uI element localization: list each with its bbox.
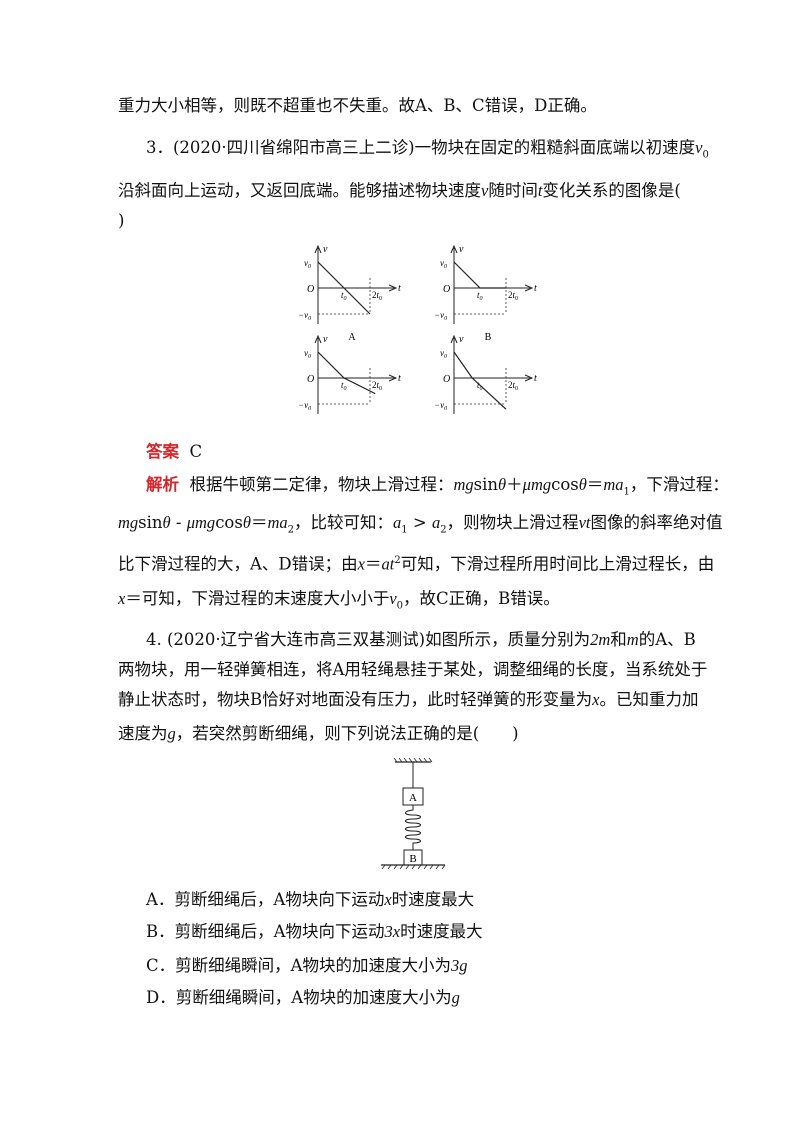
v-axis-label: v	[323, 244, 328, 255]
q3-stem-line3: )	[118, 211, 125, 230]
v-arrow	[450, 244, 458, 254]
neg-v0-label: −v0	[298, 310, 311, 322]
origin-label: O	[443, 284, 450, 295]
velocity-line	[453, 261, 506, 289]
t-axis-label: t	[398, 373, 401, 384]
q3-analysis-line1: 解析 根据牛顿第二定律，物块上滑过程：mgsinθ＋μmgcosθ＝ma1，下滑…	[146, 475, 729, 498]
two-t0-label: 2t0	[372, 380, 382, 392]
t-axis-label: t	[534, 373, 537, 384]
v0-label: v0	[440, 348, 447, 360]
q3-stem-line1: 3．(2020·四川省绵阳市高三上二诊)一物块在固定的粗糙斜面底端以初速度v0	[146, 138, 709, 161]
v-arrow	[314, 334, 322, 344]
t0-label: t0	[477, 380, 483, 392]
neg-v0-label: −v0	[298, 400, 311, 412]
q4-spring-diagram: A B	[381, 758, 446, 870]
origin-label: O	[307, 374, 314, 385]
q4-stem-line2: 两物块，用一轻弹簧相连，将A用轻绳悬挂于某处，调整细绳的长度，当系统处于	[118, 660, 708, 679]
v-axis-label: v	[459, 334, 464, 345]
two-t0-label: 2t0	[508, 380, 518, 392]
origin-label: O	[443, 374, 450, 385]
t-axis-label: t	[534, 283, 537, 294]
q4-option-c: C．剪断细绳瞬间，A物块的加速度大小为3g	[146, 956, 468, 975]
origin-label: O	[307, 284, 314, 295]
neg-v0-label: −v0	[434, 400, 447, 412]
block-a-label: A	[409, 792, 417, 804]
two-t0-label: 2t0	[508, 290, 518, 302]
q4-stem-line3: 静止状态时，物块B恰好对地面没有压力，此时轻弹簧的形变量为x。已知重力加	[118, 690, 699, 709]
q2-tail-text: 重力大小相等，则既不超重也不失重。故A、B、C错误，D正确。	[118, 96, 597, 115]
neg-v0-label: −v0	[434, 310, 447, 322]
spring	[405, 805, 421, 850]
t-arrow	[388, 374, 398, 382]
t0-label: t0	[341, 380, 347, 392]
two-t0-label: 2t0	[372, 290, 382, 302]
t0-label: t0	[341, 290, 347, 302]
q4-stem-line1: 4. (2020·辽宁省大连市高三双基测试)如图所示，质量分别为2m和m的A、B	[146, 630, 696, 649]
q3-stem-line2: 沿斜面向上运动，又返回底端。能够描述物块速度v随时间t变化关系的图像是(	[118, 181, 681, 200]
q3-analysis-line4: x＝可知，下滑过程的末速度大小小于v0，故C正确，B错误。	[118, 589, 560, 612]
answer-label: 答案	[146, 442, 179, 461]
v-axis-label: v	[459, 244, 464, 255]
graph-label: B	[485, 332, 492, 343]
q3-analysis-line2: mgsinθ - μmgcosθ＝ma2，比较可知：a1 > a2，则物块上滑过…	[118, 513, 723, 536]
q4-stem-line4: 速度为g，若突然剪断细绳，则下列说法正确的是( )	[118, 724, 519, 743]
q4-option-a: A．剪断细绳后，A物块向下运动x时速度最大	[146, 890, 475, 909]
q4-option-b: B．剪断细绳后，A物块向下运动3x时速度最大	[146, 922, 483, 941]
q3-answer: 答案 C	[146, 440, 202, 464]
t-arrow	[524, 284, 534, 292]
t-arrow	[388, 284, 398, 292]
v0-label: v0	[304, 348, 311, 360]
t0-label: t0	[477, 290, 483, 302]
q4-option-d: D．剪断细绳瞬间，A物块的加速度大小为g	[146, 988, 460, 1007]
v0-label: v0	[304, 258, 311, 270]
velocity-line	[453, 351, 507, 410]
v0-label: v0	[440, 258, 447, 270]
v-arrow	[314, 244, 322, 254]
analysis-label: 解析	[146, 475, 179, 494]
q3-analysis-line3: 比下滑过程的大，A、D错误；由x＝at2可知，下滑过程所用时间比上滑过程长，由	[118, 554, 715, 574]
answer-value: C	[189, 442, 203, 461]
block-b-label: B	[409, 853, 416, 865]
v-arrow	[450, 334, 458, 344]
t-arrow	[524, 374, 534, 382]
velocity-line	[317, 351, 376, 395]
t-axis-label: t	[398, 283, 401, 294]
velocity-line	[317, 261, 371, 315]
graph-label: A	[348, 332, 356, 343]
v-axis-label: v	[323, 334, 328, 345]
